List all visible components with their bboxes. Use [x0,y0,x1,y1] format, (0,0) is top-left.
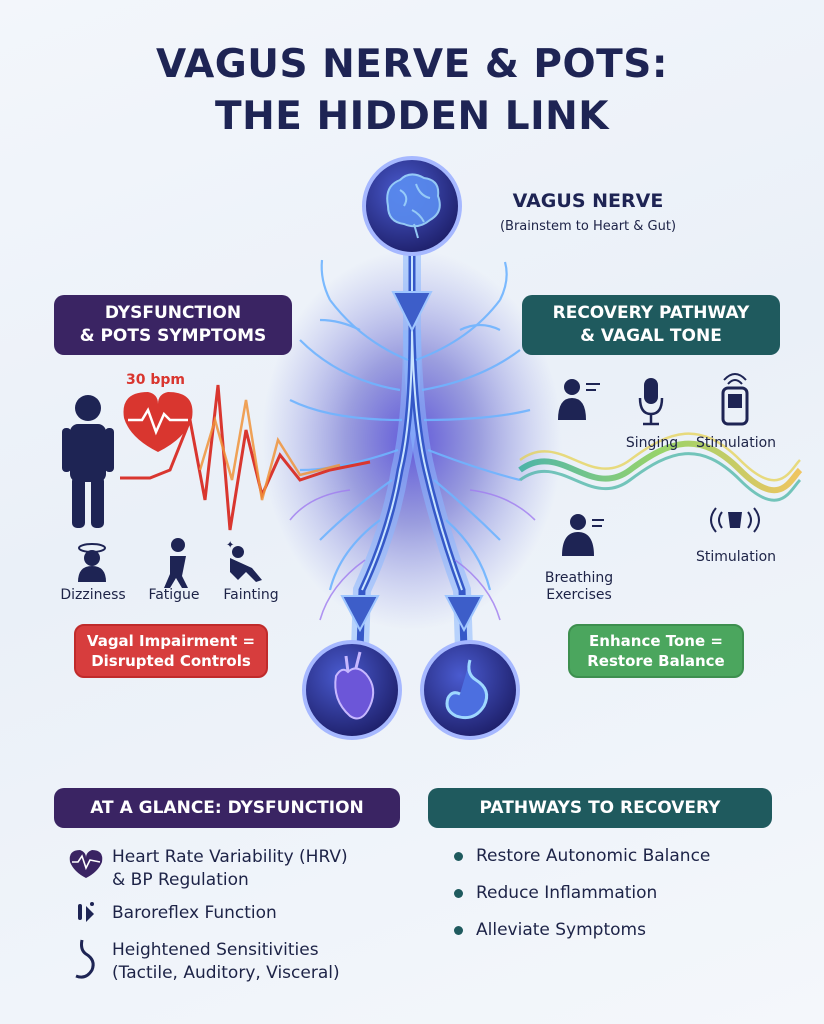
enhance-tone-line-1: Enhance Tone = [589,632,723,650]
fatigue-icon [164,538,188,588]
recovery-tag-line-2: & VAGAL TONE [580,326,722,346]
brain-icon [386,173,441,239]
vagus-subtitle: (Brainstem to Heart & Gut) [499,219,677,234]
title-line-1: VAGUS NERVE & POTS: [156,42,668,87]
breathing-exercise-icon [562,514,604,556]
stimulation-device-icon [721,373,749,426]
breathing-line-1: Breathing [544,570,614,586]
svg-text:✦: ✦ [226,540,234,551]
pathways-header: PATHWAYS TO RECOVERY [428,788,772,828]
bullet-dot [454,889,463,898]
singing-label: Singing [625,435,679,451]
bullet-dot [454,852,463,861]
down-arrow-gut [444,595,484,633]
microphone-icon [638,378,664,426]
pulse-line [120,384,371,531]
glance-item-hrv-line-1: Heart Rate Variability (HRV) [112,847,348,867]
pathway-item: Reduce Inflammation [476,883,658,903]
glance-item-sensitivities: Heightened Sensitivities (Tactile, Audit… [112,939,412,985]
heart-pulse-icon [69,850,103,878]
breathing-exercises-label: Breathing Exercises [534,570,624,604]
dizziness-icon [78,543,106,582]
dysfunction-tag: DYSFUNCTION & POTS SYMPTOMS [54,295,292,355]
baroreflex-icon [78,902,94,922]
title-line-2: THE HIDDEN LINK [215,94,609,139]
fainting-icon: ✦ [226,540,262,582]
breathing-person-icon [558,379,600,420]
vagal-impairment-line-2: Disrupted Controls [91,652,251,670]
enhance-tone-callout: Enhance Tone = Restore Balance [568,624,744,678]
glance-item-sensitivities-line-1: Heightened Sensitivities [112,940,319,960]
bpm-label: 30 bpm [126,372,185,388]
glance-item-sensitivities-line-2: (Tactile, Auditory, Visceral) [112,963,340,983]
down-arrow-top [391,291,433,333]
glance-item-hrv-line-2: & BP Regulation [112,870,249,890]
symptom-fainting: Fainting [223,587,279,603]
stomach-icon [75,939,95,979]
recovery-tag-line-1: RECOVERY PATHWAY [552,303,750,323]
recovery-wave [518,440,803,494]
dysfunction-tag-line-2: & POTS SYMPTOMS [79,326,267,346]
bullet-dot [454,926,463,935]
person-figure [62,395,114,528]
vagal-stimulator-icon [710,507,760,533]
stomach-organ-icon [445,659,489,720]
symptom-fatigue: Fatigue [148,587,200,603]
vagal-impairment-line-1: Vagal Impairment = [86,632,256,650]
vagus-title: VAGUS NERVE [512,190,664,212]
heart-pulse-badge [123,392,193,452]
pathway-item: Restore Autonomic Balance [476,846,711,866]
glance-item-baroreflex: Baroreflex Function [112,903,277,923]
enhance-tone-line-2: Restore Balance [587,652,725,670]
at-a-glance-header: AT A GLANCE: DYSFUNCTION [54,788,400,828]
down-arrow-heart [340,595,380,633]
pathway-item: Alleviate Symptoms [476,920,646,940]
symptom-dizziness: Dizziness [60,587,126,603]
dysfunction-tag-line-1: DYSFUNCTION [104,303,242,323]
stimulation-bottom-label: Stimulation [695,549,777,565]
recovery-tag: RECOVERY PATHWAY & VAGAL TONE [522,295,780,355]
breathing-line-2: Exercises [546,587,612,603]
nerve-branches [289,259,531,591]
glance-item-hrv: Heart Rate Variability (HRV) & BP Regula… [112,846,412,892]
stimulation-top-label: Stimulation [695,435,777,451]
vagal-impairment-callout: Vagal Impairment = Disrupted Controls [74,624,268,678]
heart-organ-icon [334,651,375,720]
